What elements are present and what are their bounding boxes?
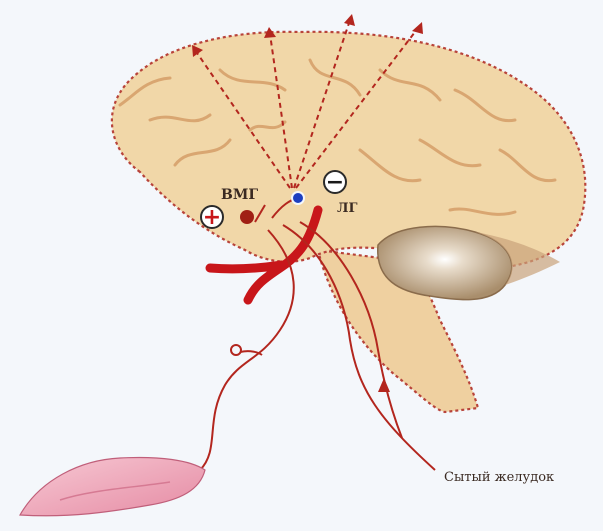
lg-nucleus bbox=[292, 192, 304, 204]
minus-sign: − bbox=[326, 170, 344, 195]
ganglion-node bbox=[231, 345, 241, 355]
lg-label: ЛГ bbox=[337, 201, 357, 216]
vmg-nucleus bbox=[240, 210, 254, 224]
vmg-label: ВМГ bbox=[221, 187, 258, 203]
excitation-sign: + bbox=[201, 205, 223, 230]
plus-sign: + bbox=[203, 205, 221, 230]
stomach-label: Сытый желудок bbox=[444, 470, 554, 485]
inhibition-sign: − bbox=[324, 170, 346, 195]
